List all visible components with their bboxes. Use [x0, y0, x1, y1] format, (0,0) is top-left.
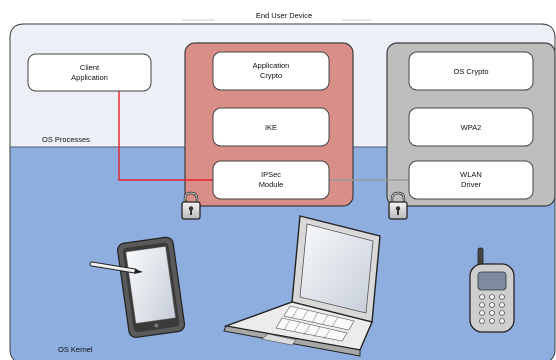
client-to-ipsec-connector	[118, 90, 213, 181]
application-crypto-label-line2: Crypto	[260, 71, 282, 80]
wlan-driver-box: WLAN Driver	[408, 160, 534, 200]
padlock-icon	[181, 191, 201, 220]
wlan-driver-label-line2: Driver	[461, 180, 482, 189]
ipsec-module-label-line2: Module	[259, 180, 284, 189]
os-processes-label: OS Processes	[42, 135, 90, 144]
wlan-driver-label-line1: WLAN	[460, 170, 482, 179]
os-kernel-label: OS Kernel	[58, 345, 93, 354]
diagram-title: End User Device	[256, 11, 312, 20]
ike-box: IKE	[212, 107, 330, 147]
client-application-label-line2: Application	[71, 73, 108, 82]
os-crypto-box: OS Crypto	[408, 51, 534, 91]
wpa2-label: WPA2	[461, 123, 482, 132]
application-crypto-label-line1: Application	[253, 61, 290, 70]
laptop-icon	[223, 215, 381, 357]
ipsec-module-box: IPSec Module	[212, 160, 330, 200]
keyboard	[275, 305, 355, 342]
ipsec-module-label-line1: IPSec	[261, 170, 281, 179]
stylus-icon	[89, 261, 143, 274]
application-crypto-box: Application Crypto	[212, 51, 330, 91]
wpa2-box: WPA2	[408, 107, 534, 147]
client-application-box: Client Application	[27, 53, 152, 92]
mobile-phone-icon	[469, 247, 515, 333]
tablet-icon	[89, 236, 186, 338]
ike-label: IKE	[265, 123, 277, 132]
client-application-label-line1: Client	[80, 63, 100, 72]
os-crypto-label: OS Crypto	[453, 67, 488, 76]
padlock-icon	[388, 191, 408, 220]
